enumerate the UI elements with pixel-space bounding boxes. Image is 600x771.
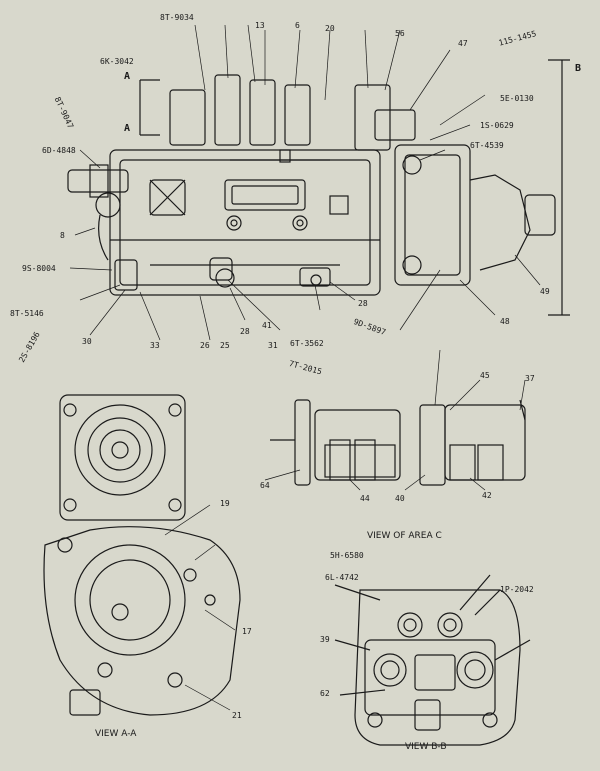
caption-view-b-b: VIEW B-B: [405, 742, 447, 752]
callout-42: 42: [482, 491, 492, 500]
leader-lines-upper: [69, 24, 541, 341]
label-b-top: B: [575, 63, 582, 74]
callout-48: 48: [500, 317, 510, 326]
section-mark-a: [139, 79, 160, 136]
callout-6: 6: [295, 21, 300, 30]
label-right-partno-3: 5E-0130: [500, 94, 534, 103]
callout-20: 20: [325, 24, 335, 33]
callout-39: 39: [320, 635, 330, 644]
callout-49: 49: [540, 287, 550, 296]
label-left-partno-1: 6K-3042: [100, 57, 134, 66]
label-left-partno-4: 8T-5146: [10, 309, 44, 318]
callout-56: 56: [395, 29, 405, 38]
dimension-bracket-b: [548, 59, 570, 316]
callout-25: 25: [220, 341, 230, 350]
callout-44: 44: [360, 494, 370, 503]
label-a-top: A: [124, 71, 131, 82]
callout-28-b: 28: [358, 299, 368, 308]
callout-13: 13: [255, 21, 265, 30]
label-a-bottom: A: [124, 123, 131, 134]
label-left-partno-2: 6D-4848: [42, 146, 76, 155]
callout-33: 33: [150, 341, 160, 350]
label-top-partno: 8T-9034: [160, 13, 194, 22]
callout-21: 21: [232, 711, 242, 720]
callout-64: 64: [260, 481, 270, 490]
label-view-b-partno: 5H-6580: [330, 551, 364, 560]
callout-19: 19: [220, 499, 230, 508]
callout-8: 8: [60, 231, 65, 240]
callout-30: 30: [82, 337, 92, 346]
callout-17: 17: [242, 627, 252, 636]
caption-view-area-c: VIEW OF AREA C: [367, 531, 442, 541]
leader-lines-lower: [164, 349, 526, 711]
callout-62: 62: [320, 689, 330, 698]
callout-47: 47: [458, 39, 468, 48]
view-area-c: [270, 399, 526, 486]
callout-45: 45: [480, 371, 490, 380]
view-b-b: [334, 574, 531, 746]
callout-26: 26: [200, 341, 210, 350]
callout-37: 37: [525, 374, 535, 383]
main-pump-housing: [67, 74, 556, 296]
label-view-b-partno-3: 1P-2042: [500, 585, 534, 594]
callout-28: 28: [240, 327, 250, 336]
label-mid-partno-1: 6T-3562: [290, 339, 324, 348]
label-left-partno-3: 9S-8004: [22, 264, 56, 273]
label-right-partno-2: 6T-4539: [470, 141, 504, 150]
view-a-a: [43, 394, 241, 716]
label-right-partno-1: 1S-0629: [480, 121, 514, 130]
caption-view-a-a: VIEW A-A: [95, 729, 137, 739]
callout-41: 41: [262, 321, 272, 330]
callout-31: 31: [268, 341, 278, 350]
label-view-b-partno-2: 6L-4742: [325, 573, 359, 582]
callout-40: 40: [395, 494, 405, 503]
